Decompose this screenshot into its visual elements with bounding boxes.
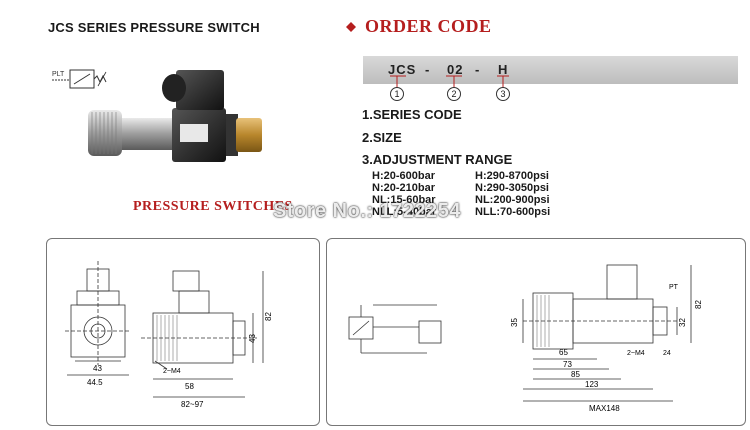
marker-3: 3 [496, 87, 510, 101]
series-code-label: 1.SERIES CODE [362, 107, 462, 122]
dim-overall-length: 82~97 [181, 400, 204, 409]
marker-1: 1 [390, 87, 404, 101]
dim-85: 85 [571, 370, 580, 379]
dim-65: 65 [559, 348, 568, 357]
range-left-column: H:20-600bar N:20-210bar NL:15-60bar NLL:… [372, 170, 436, 218]
dim-total-height: 82 [264, 312, 273, 321]
dim-35: 35 [510, 318, 519, 327]
product-title: JCS SERIES PRESSURE SWITCH [48, 20, 260, 35]
dim-screw-right: 2~M4 [627, 350, 645, 357]
right-drawing-panel: 65 73 85 123 MAX148 82 32 2~M4 35 24 PT [326, 238, 746, 426]
adjustment-range-label: 3.ADJUSTMENT RANGE [362, 152, 513, 167]
dim-body-height: 43 [248, 334, 257, 343]
pressure-switch-photo [88, 70, 262, 162]
dim-82: 82 [694, 300, 703, 309]
dim-123: 123 [585, 380, 599, 389]
range-nl-bar: NL:15-60bar [372, 194, 436, 206]
left-drawing-panel: 43 44.5 58 82~97 43 82 2~M4 [46, 238, 320, 426]
left-technical-drawing: 43 44.5 58 82~97 43 82 2~M4 [65, 261, 273, 409]
dim-32: 32 [678, 318, 687, 327]
code-size: 02 [447, 62, 464, 77]
code-series: JCS [388, 62, 417, 77]
size-label: 2.SIZE [362, 130, 402, 145]
dim-front-width: 43 [93, 364, 102, 373]
code-dash-1: - [425, 62, 431, 77]
diamond-bullet-icon [346, 22, 356, 32]
range-n-psi: N:290-3050psi [475, 182, 549, 194]
symbol-label: PLT [52, 71, 65, 78]
code-connector-lines [390, 75, 509, 88]
range-nl-psi: NL:200-900psi [475, 194, 550, 206]
right-technical-drawing: 65 73 85 123 MAX148 82 32 2~M4 35 24 PT [348, 264, 703, 413]
code-dash-2: - [475, 62, 481, 77]
dim-max148: MAX148 [589, 404, 620, 413]
range-h-bar: H:20-600bar [372, 170, 435, 182]
range-h-psi: H:290-8700psi [475, 170, 549, 182]
marker-2: 2 [447, 87, 461, 101]
range-n-bar: N:20-210bar [372, 182, 435, 194]
range-right-column: H:290-8700psi N:290-3050psi NL:200-900ps… [475, 170, 550, 218]
order-code-title: ORDER CODE [365, 16, 492, 36]
range-nll-bar: NLL:5-40bar [372, 206, 437, 218]
dim-24: 24 [663, 350, 671, 357]
code-range: H [498, 62, 509, 77]
dim-73: 73 [563, 360, 572, 369]
pressure-switches-caption: PRESSURE SWITCHES [133, 199, 293, 214]
port-label: PT [669, 284, 679, 291]
dim-front-base: 44.5 [87, 378, 103, 387]
hydraulic-symbol-icon: PLT [52, 69, 107, 89]
dim-body-length: 58 [185, 382, 194, 391]
range-nll-psi: NLL:70-600psi [475, 206, 551, 218]
dim-screw: 2~M4 [163, 368, 181, 375]
order-code-bar [363, 56, 738, 84]
store-watermark: Store No.: 1722254 [273, 200, 461, 222]
